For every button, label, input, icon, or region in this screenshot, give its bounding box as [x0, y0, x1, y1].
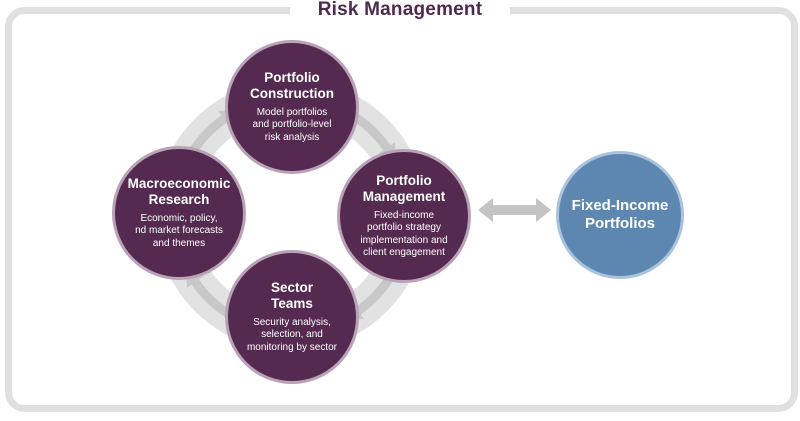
node-description-line: Fixed-income [373, 209, 435, 221]
node-title: Sector Teams [271, 280, 313, 312]
node-description-line: Security analysis, [253, 316, 331, 328]
node-description-line: risk analysis [264, 131, 320, 143]
node-description-line: and themes [152, 237, 206, 249]
bidirectional-arrow-icon [478, 198, 551, 222]
node-description-line: nd market forecasts [135, 225, 223, 237]
node-description: Economic, policy, nd market forecasts an… [135, 213, 223, 251]
node-title-line: Management [362, 188, 446, 204]
node-title-line: Macroeconomic [127, 175, 231, 191]
node-fixed-income-portfolios: Fixed-Income Portfolios [556, 151, 684, 279]
node-description-line: portfolio strategy [367, 222, 441, 233]
node-title-line: Portfolio [264, 69, 320, 85]
node-description-line: implementation and [360, 234, 448, 246]
node-title-line: Sector [270, 279, 314, 295]
node-description: Model portfolios and portfolio-level ris… [253, 107, 332, 145]
node-description: Security analysis, selection, and monito… [247, 317, 337, 355]
node-title-line: Portfolios [585, 215, 655, 232]
node-description-line: client engagement [363, 247, 445, 258]
node-description-line: Model portfolios [256, 106, 328, 118]
node-portfolio-management: Portfolio Management Fixed-income portfo… [337, 149, 471, 283]
node-portfolio-construction: Portfolio Construction Model portfolios … [225, 40, 359, 174]
node-description: Fixed-income portfolio strategy implemen… [360, 210, 447, 260]
node-macroeconomic-research: Macroeconomic Research Economic, policy,… [112, 146, 246, 280]
node-title: Fixed-Income Portfolios [572, 197, 669, 233]
diagram-title: Risk Management [290, 0, 510, 23]
node-description-line: monitoring by sector [246, 341, 338, 353]
node-title-line: Teams [271, 295, 313, 311]
node-title: Portfolio Management [363, 173, 446, 205]
node-description-line: and portfolio-level [252, 119, 332, 131]
node-description-line: selection, and [261, 329, 323, 341]
bidirectional-arrow-shape [478, 198, 551, 222]
node-title: Macroeconomic Research [128, 176, 231, 208]
node-title-line: Fixed-Income [571, 197, 669, 214]
node-title-line: Research [148, 191, 210, 207]
node-sector-teams: Sector Teams Security analysis, selectio… [225, 250, 359, 384]
node-title-line: Portfolio [376, 172, 432, 188]
node-title-line: Construction [250, 85, 334, 101]
node-title: Portfolio Construction [250, 70, 334, 102]
node-description-line: Economic, policy, [140, 212, 218, 224]
